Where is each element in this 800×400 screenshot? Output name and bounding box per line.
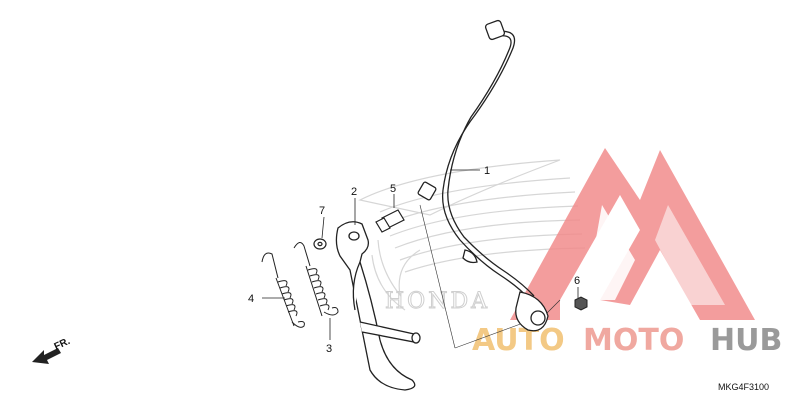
sidestand-switch-cable: [417, 19, 549, 332]
callout-7: 7: [319, 205, 325, 217]
side-stand: [335, 221, 421, 391]
front-arrow-icon: [32, 348, 61, 364]
pivot-bolt: [375, 209, 405, 233]
front-direction-label: FR.: [53, 336, 72, 353]
logo-word-auto: AUTO: [472, 323, 565, 358]
stand-spring-outer: [261, 252, 305, 328]
nut: [574, 296, 588, 311]
stand-spring-inner: [293, 242, 339, 317]
automotohub-logo-watermark: [510, 148, 755, 320]
callout-3: 3: [326, 343, 332, 355]
diagram-code: MKG4F3100: [718, 382, 769, 392]
callout-6: 6: [574, 275, 580, 287]
callout-labels: 1 2 3 4 5 6 7: [248, 165, 580, 355]
front-direction-indicator: FR.: [32, 336, 72, 364]
automotohub-logo-text: AUTO MOTO HUB: [472, 323, 782, 358]
callout-2: 2: [351, 186, 357, 198]
logo-word-moto: MOTO: [583, 323, 684, 358]
callout-5: 5: [390, 183, 396, 195]
logo-word-hub: HUB: [710, 323, 782, 358]
callout-1: 1: [484, 165, 490, 177]
callout-leaders: [262, 169, 579, 340]
callout-4: 4: [248, 293, 254, 305]
honda-watermark-text: HONDA: [385, 289, 490, 314]
washer: [313, 238, 327, 250]
